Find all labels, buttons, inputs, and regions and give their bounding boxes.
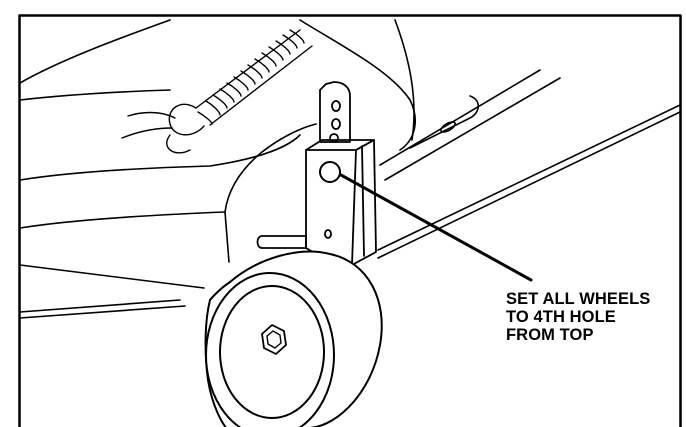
spring [121, 29, 313, 154]
adjustment-hole-4 [319, 161, 341, 183]
diagram-frame [18, 14, 682, 427]
callout-line-2: TO 4TH HOLE [506, 308, 616, 326]
gauge-wheel [204, 250, 383, 427]
adjustment-hole-1 [331, 100, 341, 112]
adjustment-hole-3 [329, 133, 339, 143]
mower-deck [19, 19, 681, 319]
callout-leader-line [339, 173, 533, 282]
adjustment-bracket [256, 81, 377, 266]
callout-line-1: SET ALL WHEELS [506, 290, 651, 308]
callout-label: SET ALL WHEELS TO 4TH HOLE FROM TOP [506, 290, 678, 344]
wheel-hub-nut [261, 324, 287, 355]
adjustment-hole-2 [331, 118, 341, 130]
callout-line-3: FROM TOP [506, 326, 594, 344]
